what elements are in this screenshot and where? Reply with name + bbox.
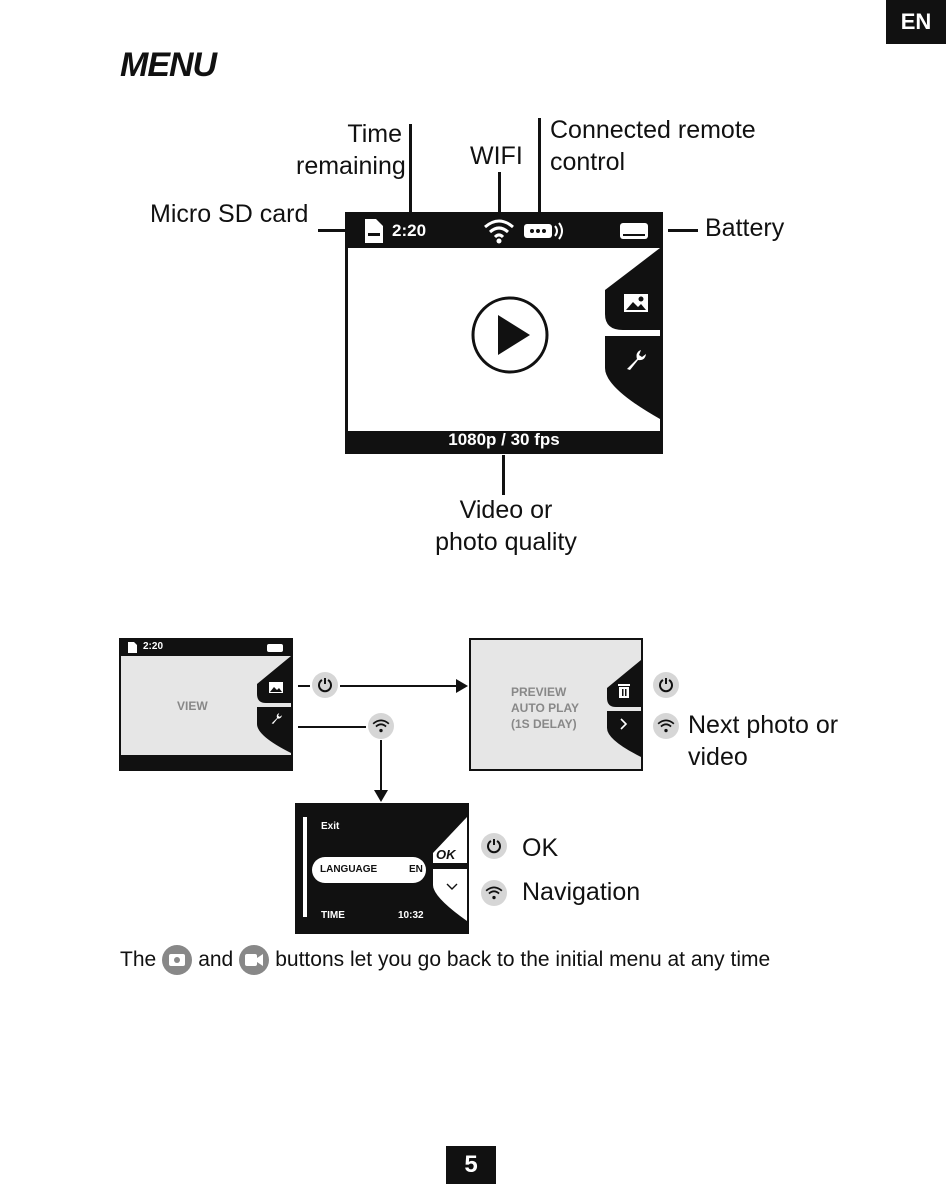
video-button-icon (239, 945, 269, 975)
mini-time: 2:20 (143, 641, 163, 652)
power-bubble (653, 672, 679, 698)
menu-exit[interactable]: Exit (321, 821, 339, 832)
wifi-icon (483, 218, 515, 244)
quality-leader-line (502, 455, 505, 495)
wrench-icon[interactable] (624, 348, 648, 372)
gallery-icon[interactable] (269, 682, 283, 693)
next-line2: video (688, 741, 838, 773)
menu-language-row[interactable]: LANGUAGE EN (312, 857, 426, 883)
arrow-seg-wifi (298, 726, 366, 728)
battery-callout: Battery (705, 212, 784, 244)
time-remaining-callout: Time remaining (296, 118, 402, 182)
arrow-seg (298, 685, 310, 687)
page-number: 5 (446, 1146, 496, 1184)
preview-text: PREVIEW AUTO PLAY (1S DELAY) (511, 684, 579, 732)
power-icon (317, 677, 333, 693)
time-remaining: 2:20 (392, 221, 426, 241)
scrollbar[interactable] (303, 817, 307, 917)
chevron-down-icon[interactable] (446, 883, 458, 891)
menu-time-label[interactable]: TIME (321, 910, 345, 921)
legend-ok: OK (522, 834, 558, 863)
wifi-icon (372, 718, 390, 734)
view-label: VIEW (177, 699, 208, 713)
view-screen: 2:20 VIEW (119, 638, 293, 771)
wifi-icon (485, 885, 503, 901)
footer-note-part2: and (198, 948, 233, 972)
time-leader-line (409, 124, 412, 212)
next-line1: Next photo or (688, 709, 838, 741)
side-tabs (256, 656, 291, 755)
quality-callout: Video or photo quality (406, 494, 606, 558)
preview-area: PREVIEW AUTO PLAY (1S DELAY) (471, 640, 641, 769)
quality-callout-line2: photo quality (406, 526, 606, 558)
battery-icon (619, 222, 649, 240)
side-tabs (603, 248, 660, 431)
sd-card-icon (127, 642, 137, 653)
sd-card-icon (363, 219, 383, 243)
preview-line2: AUTO PLAY (511, 700, 579, 716)
footer-note-part1: The (120, 948, 156, 972)
trash-icon[interactable] (618, 684, 630, 698)
arrowhead-down (374, 790, 388, 802)
viewfinder (348, 248, 660, 431)
quality-bar: 1080p / 30 fps (345, 426, 663, 454)
battery-icon (267, 644, 283, 652)
power-icon (486, 838, 502, 854)
footer-note-part3: buttons let you go back to the initial m… (275, 948, 770, 972)
wifi-bubble (368, 713, 394, 739)
menu-time-value: 10:32 (398, 910, 424, 921)
footer-note: The and buttons let you go back to the i… (120, 945, 770, 975)
time-callout-line2: remaining (296, 150, 402, 182)
remote-icon (523, 220, 567, 242)
wifi-bubble (481, 880, 507, 906)
sd-leader-line (318, 229, 345, 232)
settings-screen: Exit LANGUAGE EN TIME 10:32 OK (295, 803, 469, 934)
power-bubble (312, 672, 338, 698)
menu-language-value: EN (409, 864, 423, 875)
play-icon[interactable] (470, 295, 550, 375)
wifi-icon (657, 718, 675, 734)
gallery-icon[interactable] (623, 293, 649, 313)
next-callout: Next photo or video (688, 709, 838, 773)
side-tabs (606, 660, 641, 759)
remote-callout: Connected remote control (550, 114, 756, 178)
preview-line1: PREVIEW (511, 684, 579, 700)
chevron-right-icon[interactable] (620, 718, 628, 730)
menu-language-label: LANGUAGE (320, 864, 377, 875)
remote-callout-line1: Connected remote (550, 114, 756, 146)
wrench-icon[interactable] (270, 712, 283, 725)
wifi-callout: WIFI (470, 140, 523, 172)
sd-callout: Micro SD card (150, 198, 308, 230)
arrow-to-menu (380, 740, 382, 792)
wifi-bubble (653, 713, 679, 739)
page-title: MENU (120, 46, 216, 85)
power-icon (658, 677, 674, 693)
time-callout-line1: Time (296, 118, 402, 150)
arrow-to-preview (340, 685, 458, 687)
legend-navigation: Navigation (522, 878, 640, 907)
status-bar: 2:20 (345, 212, 663, 248)
side-tabs (430, 817, 467, 921)
remote-leader-line (538, 118, 541, 212)
wifi-leader-line (498, 172, 501, 212)
preview-screen: PREVIEW AUTO PLAY (1S DELAY) (469, 638, 643, 771)
quality-callout-line1: Video or (406, 494, 606, 526)
remote-callout-line2: control (550, 146, 756, 178)
view-area: VIEW (121, 656, 291, 755)
ok-button[interactable]: OK (436, 847, 456, 862)
camera-screen: 2:20 (345, 212, 663, 454)
power-bubble (481, 833, 507, 859)
photo-button-icon (162, 945, 192, 975)
arrowhead-right (456, 679, 468, 693)
preview-line3: (1S DELAY) (511, 716, 579, 732)
language-tag: EN (886, 0, 946, 44)
battery-leader-line (668, 229, 698, 232)
